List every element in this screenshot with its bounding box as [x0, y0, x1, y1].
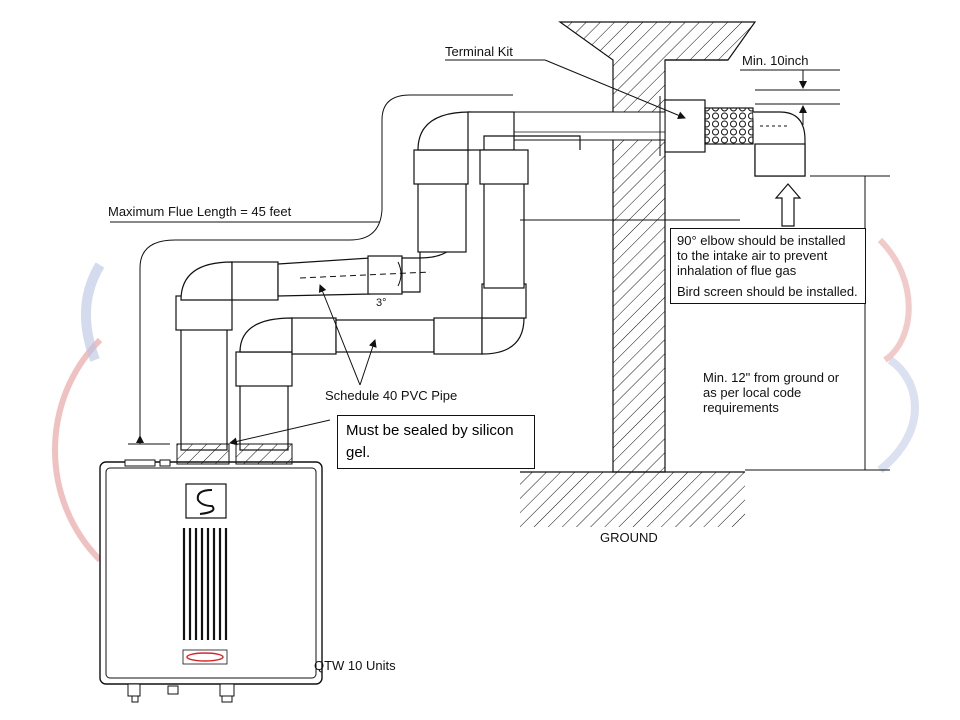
intake-up-arrow	[774, 183, 802, 227]
ground-label: GROUND	[600, 530, 658, 545]
water-heater-unit	[99, 443, 323, 703]
sealed-by-silicon-note: Must be sealed by silicon gel.	[337, 415, 535, 469]
schedule-40-label: Schedule 40 PVC Pipe	[325, 388, 458, 403]
terminal-kit	[512, 96, 806, 177]
bird-screen-note-text: Bird screen should be installed.	[677, 284, 858, 299]
ground	[520, 471, 745, 527]
qtw-units-label: QTW 10 Units	[314, 658, 396, 673]
terminal-kit-label: Terminal Kit	[445, 44, 513, 59]
sealed-by-silicon-text: Must be sealed by silicon gel.	[346, 422, 514, 461]
min-12-label: Min. 12" from ground or as per local cod…	[703, 370, 840, 415]
elbow-note-text: 90° elbow should be installed to the int…	[677, 233, 846, 278]
leader-lines	[110, 59, 840, 446]
max-flue-length-label: Maximum Flue Length = 45 feet	[108, 204, 292, 219]
angle-mark-label: 3°	[376, 297, 387, 309]
unit-front-grille	[182, 528, 228, 640]
background-decoration	[52, 237, 919, 563]
dimension-lines	[128, 70, 890, 471]
min-10inch-label: Min. 10inch	[742, 53, 809, 68]
pvc-pipes	[175, 111, 581, 451]
slope-indicator	[299, 261, 431, 287]
elbow-note-box: 90° elbow should be installed to the int…	[670, 228, 866, 304]
